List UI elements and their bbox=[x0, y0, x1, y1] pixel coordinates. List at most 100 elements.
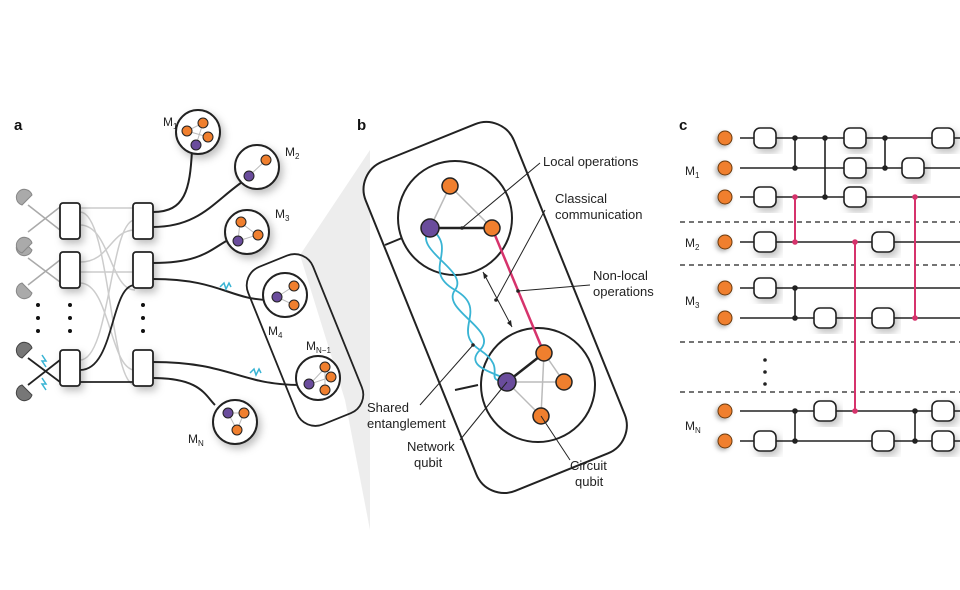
module-m2: M2 bbox=[234, 144, 300, 190]
module-m4: M4 bbox=[262, 272, 308, 340]
circuit-label-m3: M3 bbox=[685, 294, 700, 310]
module-m3: M3 bbox=[224, 207, 290, 255]
svg-text:Non-local: Non-local bbox=[593, 268, 648, 283]
circuit-qubit bbox=[717, 310, 733, 326]
ellipsis-dots bbox=[36, 303, 145, 333]
svg-text:MN−1: MN−1 bbox=[306, 339, 331, 355]
svg-text:M2: M2 bbox=[285, 145, 300, 161]
entanglement-line bbox=[429, 227, 508, 383]
circuit-qubit bbox=[717, 130, 733, 146]
gate-box bbox=[931, 430, 955, 452]
detector-icon bbox=[15, 188, 33, 206]
control-dot bbox=[792, 194, 798, 200]
gate-box bbox=[813, 307, 837, 329]
circuit-label-m1: M1 bbox=[685, 164, 700, 180]
control-dot bbox=[792, 315, 798, 321]
detector-icon bbox=[15, 384, 33, 402]
network-qubit bbox=[420, 218, 440, 238]
panel-a-network: M1 M2 M3 M4 MN−1 bbox=[15, 109, 370, 530]
gate-box bbox=[871, 307, 895, 329]
circuit-label-m2: M2 bbox=[685, 236, 700, 252]
circuit-qubit bbox=[717, 280, 733, 296]
control-dot bbox=[792, 165, 798, 171]
detector-group-1 bbox=[15, 188, 33, 300]
circuit-qubit bbox=[535, 344, 553, 362]
svg-text:M3: M3 bbox=[275, 207, 290, 223]
module-upper bbox=[397, 160, 513, 276]
module-mn-1: MN−1 bbox=[295, 339, 341, 401]
svg-text:communication: communication bbox=[555, 207, 642, 222]
gate-box bbox=[753, 127, 777, 149]
control-dot bbox=[822, 135, 828, 141]
control-dot bbox=[792, 285, 798, 291]
control-dot bbox=[912, 194, 918, 200]
gate-box bbox=[871, 430, 895, 452]
switch-box bbox=[132, 202, 154, 240]
circuit-qubit bbox=[717, 234, 733, 250]
gate-box bbox=[813, 400, 837, 422]
detector-group-n bbox=[15, 341, 33, 402]
circuit-qubit bbox=[483, 219, 501, 237]
svg-text:entanglement: entanglement bbox=[367, 416, 446, 431]
circuit-qubit bbox=[717, 403, 733, 419]
gate-box bbox=[753, 231, 777, 253]
svg-text:qubit: qubit bbox=[414, 455, 443, 470]
svg-text:Shared: Shared bbox=[367, 400, 409, 415]
control-dot bbox=[792, 239, 798, 245]
beamsplitter-box bbox=[59, 251, 81, 289]
gate-box bbox=[843, 186, 867, 208]
detector-icon bbox=[15, 341, 33, 359]
beamsplitter-box bbox=[59, 202, 81, 240]
svg-text:qubit: qubit bbox=[575, 474, 604, 489]
svg-text:Circuit: Circuit bbox=[570, 458, 607, 473]
panel-c-circuit bbox=[680, 127, 960, 452]
control-dot bbox=[792, 408, 798, 414]
circuit-qubit bbox=[555, 373, 573, 391]
detector-icon bbox=[15, 236, 33, 254]
svg-text:Network: Network bbox=[407, 439, 455, 454]
control-dot bbox=[852, 408, 858, 414]
circuit-qubit bbox=[717, 189, 733, 205]
module-m1: M1 bbox=[163, 109, 221, 155]
svg-text:Classical: Classical bbox=[555, 191, 607, 206]
control-dot bbox=[912, 315, 918, 321]
panel-b-module-pair: Local operations Classical communication… bbox=[362, 120, 654, 494]
svg-text:M1: M1 bbox=[163, 115, 178, 131]
gate-box bbox=[753, 430, 777, 452]
gate-box bbox=[931, 127, 955, 149]
label-local-operations: Local operations bbox=[543, 154, 639, 169]
control-dot bbox=[792, 438, 798, 444]
control-dot bbox=[822, 194, 828, 200]
module-lower bbox=[480, 327, 596, 443]
ellipsis-dot bbox=[763, 358, 767, 362]
circuit-qubit bbox=[441, 177, 459, 195]
svg-text:operations: operations bbox=[593, 284, 654, 299]
switch-box bbox=[132, 349, 154, 387]
module-group-box bbox=[245, 253, 365, 427]
control-dot bbox=[852, 239, 858, 245]
gate-box bbox=[753, 277, 777, 299]
panel-label-b: b bbox=[357, 117, 366, 134]
control-dot bbox=[912, 408, 918, 414]
control-dot bbox=[882, 165, 888, 171]
gate-box bbox=[753, 186, 777, 208]
panel-label-a: a bbox=[14, 117, 23, 134]
circuit-label-mn: MN bbox=[685, 419, 701, 435]
gate-box bbox=[901, 157, 925, 179]
gate-box bbox=[931, 400, 955, 422]
svg-text:M4: M4 bbox=[268, 324, 283, 340]
panel-label-c: c bbox=[679, 117, 687, 134]
detector-icon bbox=[15, 282, 33, 300]
beamsplitter-box bbox=[59, 349, 81, 387]
switch-box bbox=[132, 251, 154, 289]
circuit-qubit bbox=[717, 433, 733, 449]
gate-box bbox=[843, 157, 867, 179]
control-dot bbox=[882, 135, 888, 141]
ellipsis-dot bbox=[763, 370, 767, 374]
module-mn: MN bbox=[188, 399, 258, 448]
circuit-qubit bbox=[717, 160, 733, 176]
control-dot bbox=[792, 135, 798, 141]
ellipsis-dot bbox=[763, 382, 767, 386]
svg-text:MN: MN bbox=[188, 432, 204, 448]
